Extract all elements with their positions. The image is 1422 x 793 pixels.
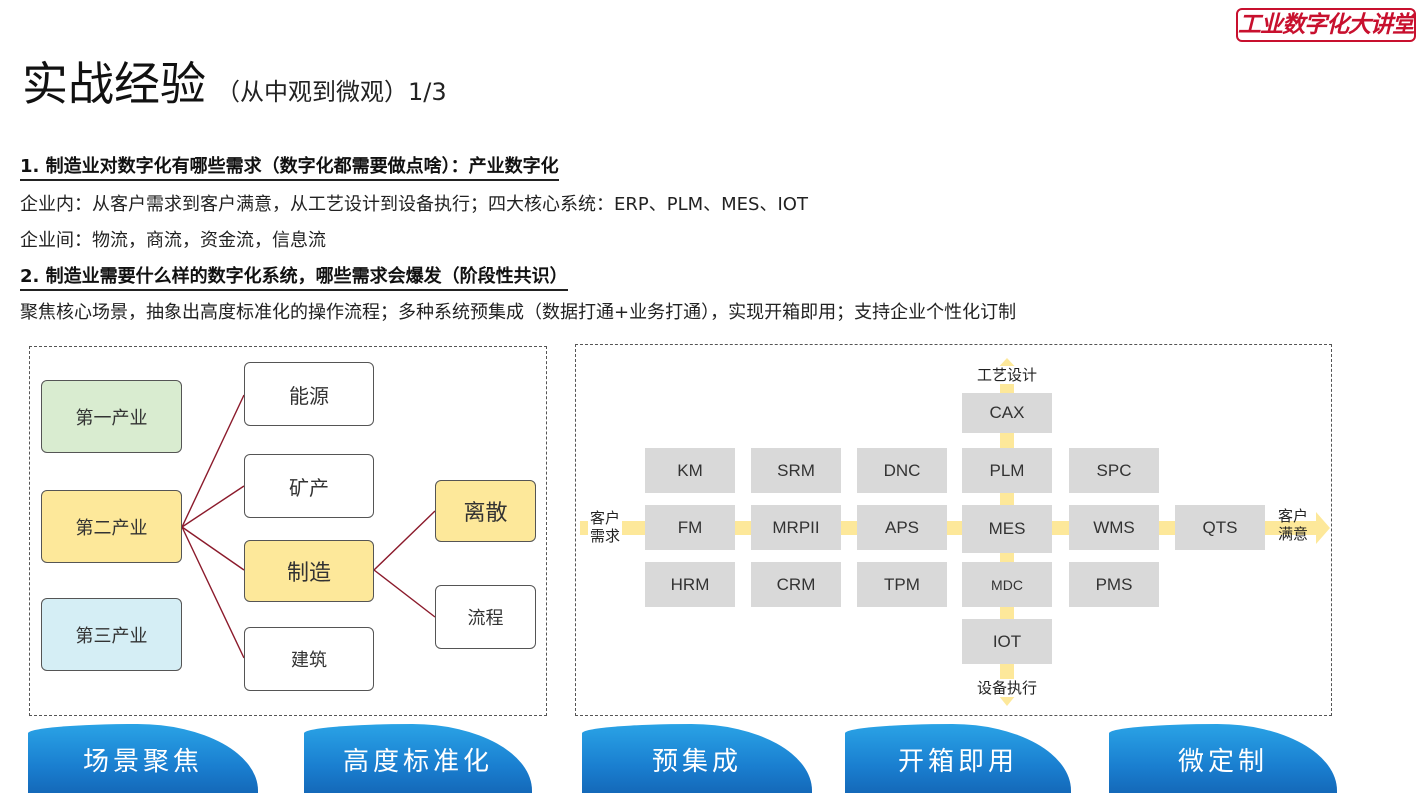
brand-logo: 工业数字化大讲堂	[1236, 8, 1416, 42]
system-fm: FM	[645, 505, 735, 550]
system-crm: CRM	[751, 562, 841, 607]
system-iot: IOT	[962, 619, 1052, 664]
industry-tertiary: 第三产业	[41, 598, 182, 671]
system-cax: CAX	[962, 393, 1052, 433]
system-spc: SPC	[1069, 448, 1159, 493]
manufacturing-process: 流程	[435, 585, 536, 649]
page-title: 实战经验 （从中观到微观）1/3	[22, 48, 447, 114]
sector-energy: 能源	[244, 362, 374, 426]
system-pms: PMS	[1069, 562, 1159, 607]
title-main: 实战经验	[22, 57, 206, 111]
sector-construction: 建筑	[244, 627, 374, 691]
system-wms: WMS	[1069, 505, 1159, 550]
system-mes: MES	[962, 505, 1052, 553]
system-dnc: DNC	[857, 448, 947, 493]
industry-secondary: 第二产业	[41, 490, 182, 563]
industry-primary: 第一产业	[41, 380, 182, 453]
systems-panel	[575, 344, 1332, 716]
system-qts: QTS	[1175, 505, 1265, 550]
heading-2: 2. 制造业需要什么样的数字化系统，哪些需求会爆发（阶段性共识）	[20, 262, 568, 291]
system-hrm: HRM	[645, 562, 735, 607]
manufacturing-discrete: 离散	[435, 480, 536, 542]
label-customer-satisfaction: 客户满意	[1277, 507, 1308, 543]
system-mdc: MDC	[962, 562, 1052, 607]
heading-1: 1. 制造业对数字化有哪些需求（数字化都需要做点啥）：产业数字化	[20, 152, 559, 181]
system-mrpii: MRPII	[751, 505, 841, 550]
industry-panel	[29, 346, 547, 716]
system-srm: SRM	[751, 448, 841, 493]
label-process-design: 工艺设计	[970, 366, 1044, 384]
system-km: KM	[645, 448, 735, 493]
banner-out-of-box: 开箱即用	[845, 724, 1071, 793]
label-customer-demand: 客户需求	[588, 509, 622, 545]
label-equipment-execution: 设备执行	[970, 679, 1044, 697]
system-tpm: TPM	[857, 562, 947, 607]
text-line-2: 企业间：物流，商流，资金流，信息流	[20, 230, 326, 251]
sector-manufacturing: 制造	[244, 540, 374, 602]
title-sub: （从中观到微观）1/3	[216, 78, 447, 106]
sector-mining: 矿产	[244, 454, 374, 518]
system-aps: APS	[857, 505, 947, 550]
system-plm: PLM	[962, 448, 1052, 493]
text-line-3: 聚焦核心场景，抽象出高度标准化的操作流程；多种系统预集成（数据打通+业务打通），…	[20, 302, 1017, 323]
text-line-1: 企业内：从客户需求到客户满意，从工艺设计到设备执行；四大核心系统：ERP、PLM…	[20, 194, 808, 215]
